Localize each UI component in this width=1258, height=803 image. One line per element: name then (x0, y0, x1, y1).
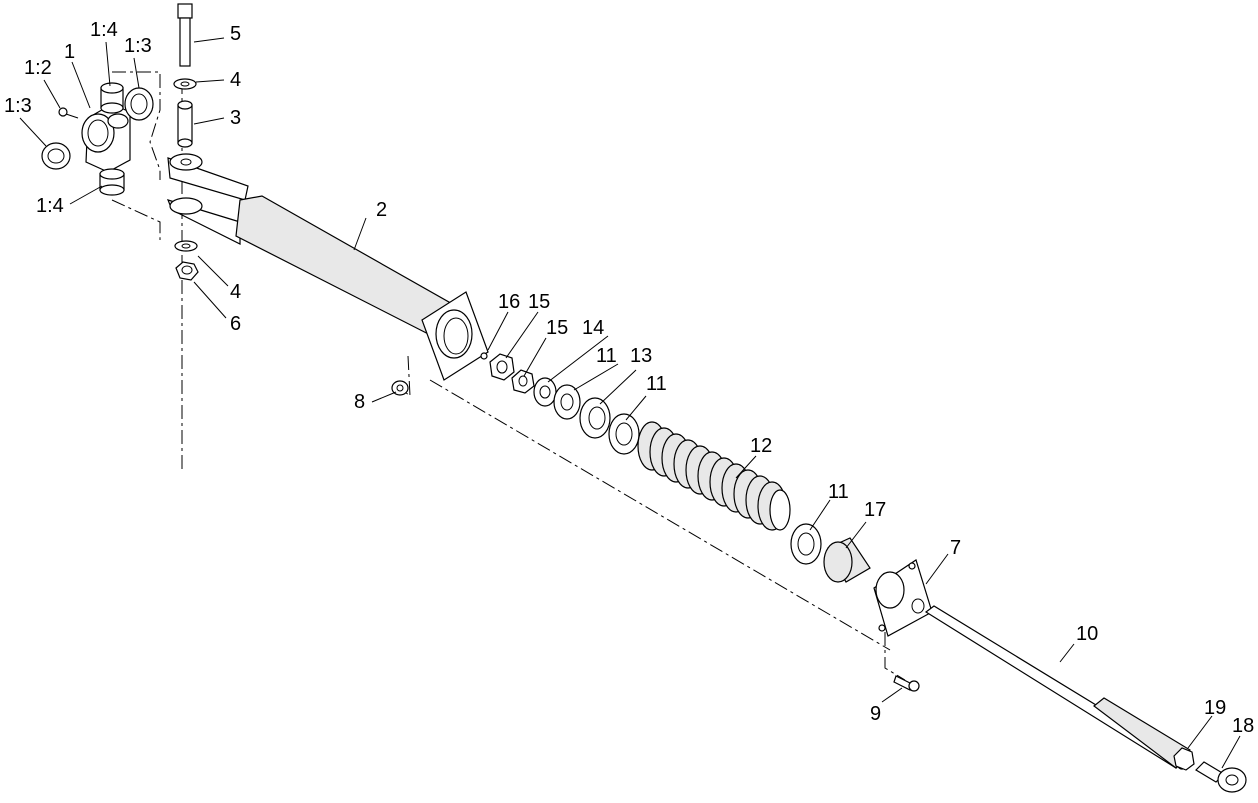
bushing-1-4-top (100, 82, 124, 114)
jam-nut-part-19 (1173, 747, 1195, 771)
washer-part-11-c (790, 523, 822, 565)
callout-5: 5 (230, 23, 241, 45)
grease-fitting-1-2 (58, 107, 79, 119)
callout-15-a: 15 (528, 291, 550, 313)
nut-part-15-b (511, 369, 535, 394)
callout-8: 8 (354, 391, 365, 413)
callout-15-b: 15 (546, 317, 568, 339)
seal-1-3-left (41, 142, 71, 170)
bolt-part-5 (177, 3, 193, 67)
callout-1-2: 1:2 (24, 57, 52, 79)
callout-1: 1 (64, 41, 75, 63)
callout-14: 14 (582, 317, 604, 339)
callout-19: 19 (1204, 697, 1226, 719)
seal-1-3-top (124, 87, 154, 121)
pin-part-16 (480, 352, 488, 360)
callout-7: 7 (950, 537, 961, 559)
bushing-1-4-bottom (99, 168, 125, 196)
callout-labels: 1:4 1 1:3 1:2 1:3 1:4 5 4 3 2 4 6 8 16 1… (4, 19, 1254, 737)
spacer-part-3 (177, 100, 193, 148)
washer-part-4-top (173, 78, 197, 90)
flange-part-7 (873, 559, 933, 637)
bolt-part-9 (893, 675, 920, 692)
washer-part-13 (579, 397, 611, 439)
washer-part-4-bottom (174, 240, 198, 252)
callout-1-4-bottom: 1:4 (36, 195, 64, 217)
callout-18: 18 (1232, 715, 1254, 737)
callout-1-3-left: 1:3 (4, 95, 32, 117)
yoke-part-1 (81, 103, 131, 173)
callout-16: 16 (498, 291, 520, 313)
callout-4-top: 4 (230, 69, 241, 91)
callout-11-a: 11 (596, 345, 617, 367)
rod-end-part-18 (1195, 761, 1247, 793)
callout-12: 12 (750, 435, 772, 457)
tube-part-2 (166, 153, 489, 381)
bushing-part-17 (823, 537, 871, 583)
washer-part-14 (533, 377, 557, 407)
washer-part-11-b (608, 413, 640, 455)
callout-1-3-top: 1:3 (124, 35, 152, 57)
nut-part-6 (175, 261, 199, 281)
callout-6: 6 (230, 313, 241, 335)
leader-lines (19, 37, 1241, 769)
callout-11-b: 11 (646, 373, 667, 395)
callout-4-bottom: 4 (230, 281, 241, 303)
callout-3: 3 (230, 107, 241, 129)
nut-part-8 (391, 380, 409, 396)
nut-part-15-a (489, 353, 515, 381)
spring-part-12 (637, 421, 791, 531)
callout-1-4-top: 1:4 (90, 19, 118, 41)
washer-part-11-a (553, 384, 581, 420)
rod-part-10 (924, 605, 1191, 770)
callout-17: 17 (864, 499, 886, 521)
callout-13: 13 (630, 345, 652, 367)
callout-9: 9 (870, 703, 881, 725)
callout-2: 2 (376, 199, 387, 221)
callout-11-c: 11 (828, 481, 849, 503)
callout-10: 10 (1076, 623, 1098, 645)
